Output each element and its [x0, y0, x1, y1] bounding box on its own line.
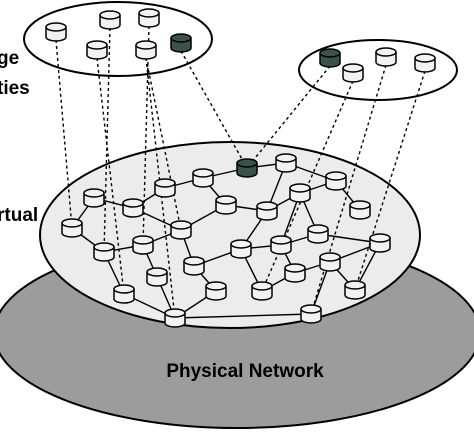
nodes	[45, 8, 436, 328]
node-icon	[344, 280, 366, 300]
node-icon	[256, 201, 278, 221]
mapping-line	[142, 25, 150, 246]
node-icon	[275, 153, 297, 173]
node-icon	[164, 308, 186, 328]
node-icon	[369, 233, 391, 253]
label-middle-left: rtual	[0, 205, 38, 226]
node-icon	[122, 198, 144, 218]
highlighted-node-icon	[319, 48, 341, 68]
label-top-left-line1: ge	[0, 48, 19, 69]
mapping-line	[145, 57, 176, 319]
virtual-network-plane	[39, 141, 421, 329]
node-icon	[192, 168, 214, 188]
node-icon	[138, 8, 160, 28]
node-icon	[154, 178, 176, 198]
node-icon	[113, 284, 135, 304]
mapping-line	[103, 27, 111, 253]
physical-network-label: Physical Network	[166, 361, 324, 382]
node-icon	[61, 218, 83, 238]
node-icon	[307, 224, 329, 244]
mapping-line	[145, 57, 182, 231]
node-icon	[414, 53, 436, 73]
node-icon	[300, 304, 322, 324]
node-icon	[319, 252, 341, 272]
mapping-line	[180, 50, 248, 169]
virtual-network-layer	[39, 141, 421, 329]
node-icon	[86, 40, 108, 60]
node-icon	[284, 263, 306, 283]
mapping-line	[55, 39, 73, 229]
node-icon	[375, 47, 397, 67]
node-icon	[99, 10, 121, 30]
highlighted-node-icon	[236, 158, 258, 178]
node-icon	[205, 281, 227, 301]
node-icon	[325, 171, 347, 191]
node-icon	[146, 267, 168, 287]
node-icon	[342, 63, 364, 83]
mapping-line	[310, 64, 387, 315]
node-icon	[93, 242, 115, 262]
node-icon	[251, 281, 273, 301]
highlighted-node-icon	[170, 33, 192, 53]
node-icon	[135, 40, 157, 60]
node-icon	[230, 239, 252, 259]
node-icon	[215, 195, 237, 215]
node-icon	[132, 235, 154, 255]
mapping-line	[354, 70, 426, 291]
node-icon	[183, 256, 205, 276]
community-cluster-left	[23, 1, 213, 77]
node-icon	[349, 200, 371, 220]
node-icon	[270, 235, 292, 255]
mapping-line	[246, 65, 331, 169]
node-icon	[170, 220, 192, 240]
node-icon	[45, 22, 67, 42]
virtual-link	[174, 313, 312, 319]
label-top-left-line2: ties	[0, 78, 30, 99]
node-icon	[289, 183, 311, 203]
node-icon	[83, 188, 105, 208]
